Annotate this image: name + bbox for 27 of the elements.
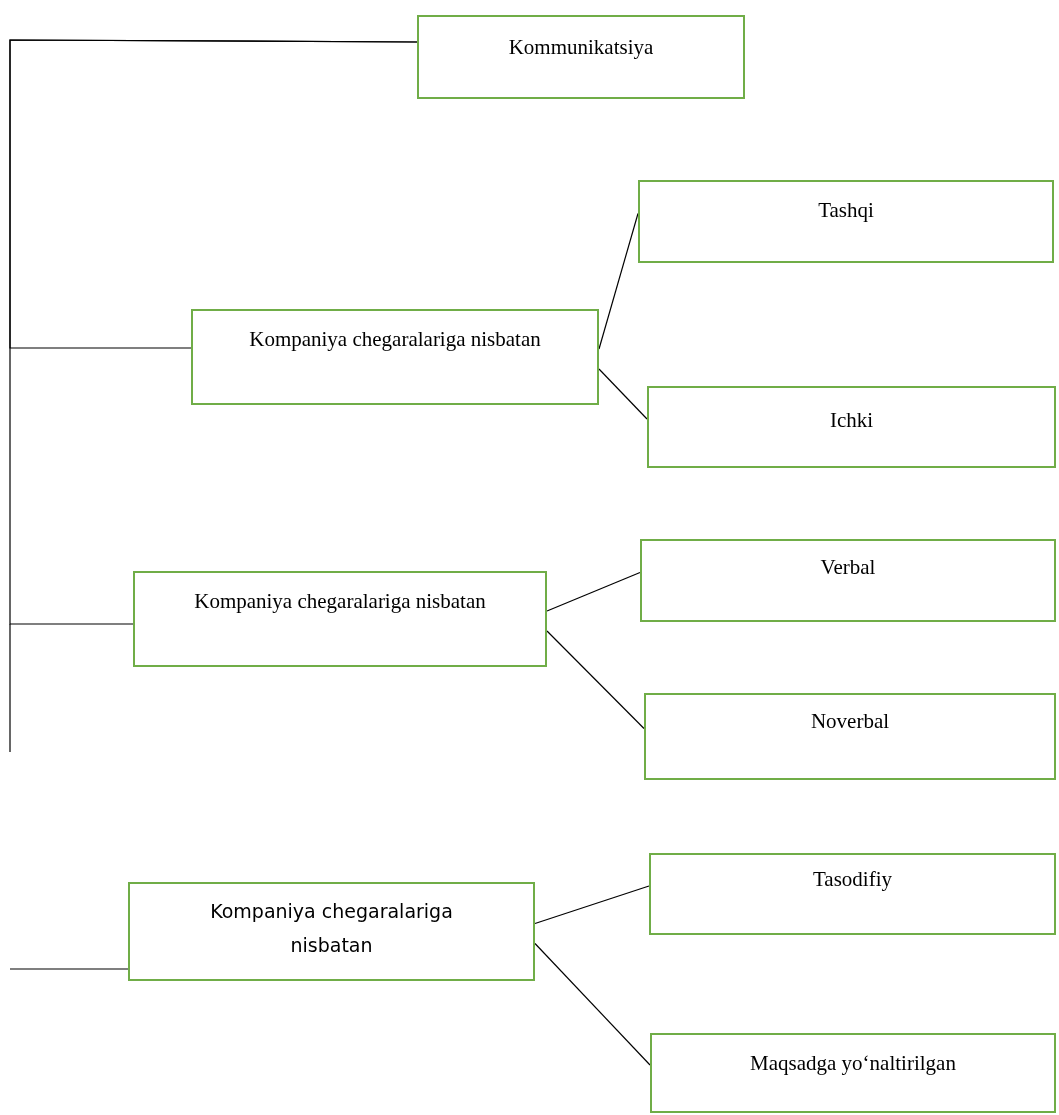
- category-box: [128, 882, 535, 981]
- category-box: [191, 309, 599, 405]
- box-label: Kompaniya chegaralariga nisbatan: [193, 588, 487, 615]
- box-label: Kompaniya chegaralariga nisbatan: [248, 326, 542, 353]
- connector-line: [534, 942, 651, 1066]
- connector-line: [534, 885, 650, 925]
- box-label: Kommunikatsiya: [507, 34, 655, 61]
- category-box: [647, 386, 1056, 468]
- connector-line: [9, 968, 129, 970]
- connector-line: [546, 571, 641, 612]
- box-label: Kompaniya chegaralariga nisbatan: [209, 899, 454, 958]
- category-box: [640, 539, 1056, 622]
- category-box: [650, 1033, 1056, 1113]
- connector-line: [598, 368, 648, 420]
- box-label: Verbal: [819, 554, 877, 581]
- box-label: Maqsadga yo‘naltirilgan: [749, 1050, 957, 1077]
- category-box: [644, 693, 1056, 780]
- category-box: [417, 15, 745, 99]
- box-label: Tashqi: [817, 197, 875, 224]
- box-label: Ichki: [828, 407, 875, 434]
- connector-line: [546, 630, 645, 730]
- category-box: [133, 571, 547, 667]
- category-box: [638, 180, 1054, 263]
- box-label: Noverbal: [809, 708, 891, 735]
- box-label: Tasodifiy: [812, 866, 893, 893]
- connector-line: [9, 39, 418, 625]
- category-box: [649, 853, 1056, 935]
